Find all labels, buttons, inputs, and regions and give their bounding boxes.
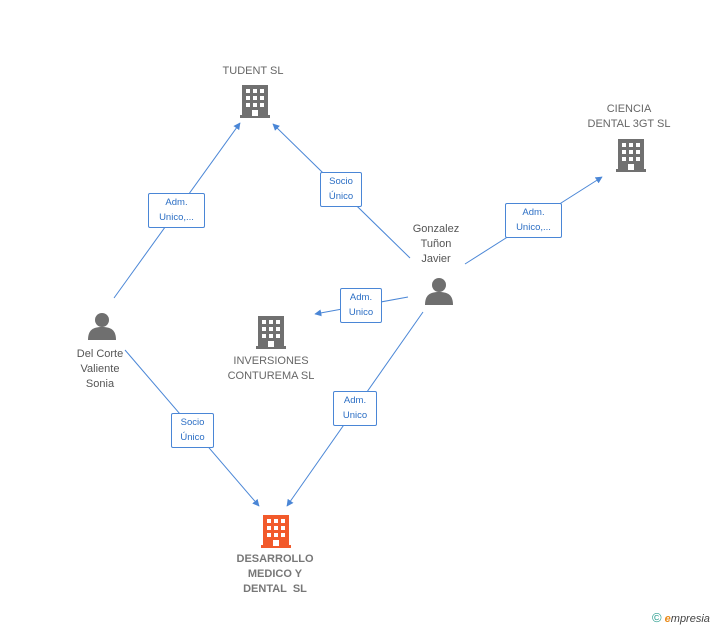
building-icon[interactable] xyxy=(616,139,646,172)
node-label-delcorte[interactable]: Del Corte Valiente Sonia xyxy=(76,348,124,390)
relation-gonzalez-desarrollo[interactable]: Adm. Unico xyxy=(333,391,377,426)
node-label-inversiones[interactable]: INVERSIONES CONTUREMA SL xyxy=(227,355,315,382)
footer-brand: © empresia xyxy=(652,610,710,625)
node-label-tudent[interactable]: TUDENT SL xyxy=(222,65,284,77)
building-icon[interactable] xyxy=(256,316,286,349)
relation-gonzalez-ciencia[interactable]: Adm. Unico,... xyxy=(505,203,562,238)
node-label-ciencia[interactable]: CIENCIA DENTAL 3GT SL xyxy=(587,103,671,130)
building-icon[interactable] xyxy=(240,85,270,118)
copyright-symbol: © xyxy=(652,610,662,625)
node-label-gonzalez[interactable]: Gonzalez Tuñon Javier xyxy=(412,223,460,265)
relation-gonzalez-tudent[interactable]: Socio Único xyxy=(320,172,362,207)
relation-gonzalez-inversiones[interactable]: Adm. Unico xyxy=(340,288,382,323)
relation-delcorte-tudent[interactable]: Adm. Unico,... xyxy=(148,193,205,228)
building-icon[interactable] xyxy=(261,515,291,548)
brand-name: mpresia xyxy=(670,613,710,625)
person-icon[interactable] xyxy=(88,313,116,340)
person-icon[interactable] xyxy=(425,278,453,305)
node-label-desarrollo[interactable]: DESARROLLO MEDICO Y DENTAL SL xyxy=(236,553,314,595)
relation-delcorte-desarrollo[interactable]: Socio Único xyxy=(171,413,214,448)
brand-initial: e xyxy=(664,613,671,625)
